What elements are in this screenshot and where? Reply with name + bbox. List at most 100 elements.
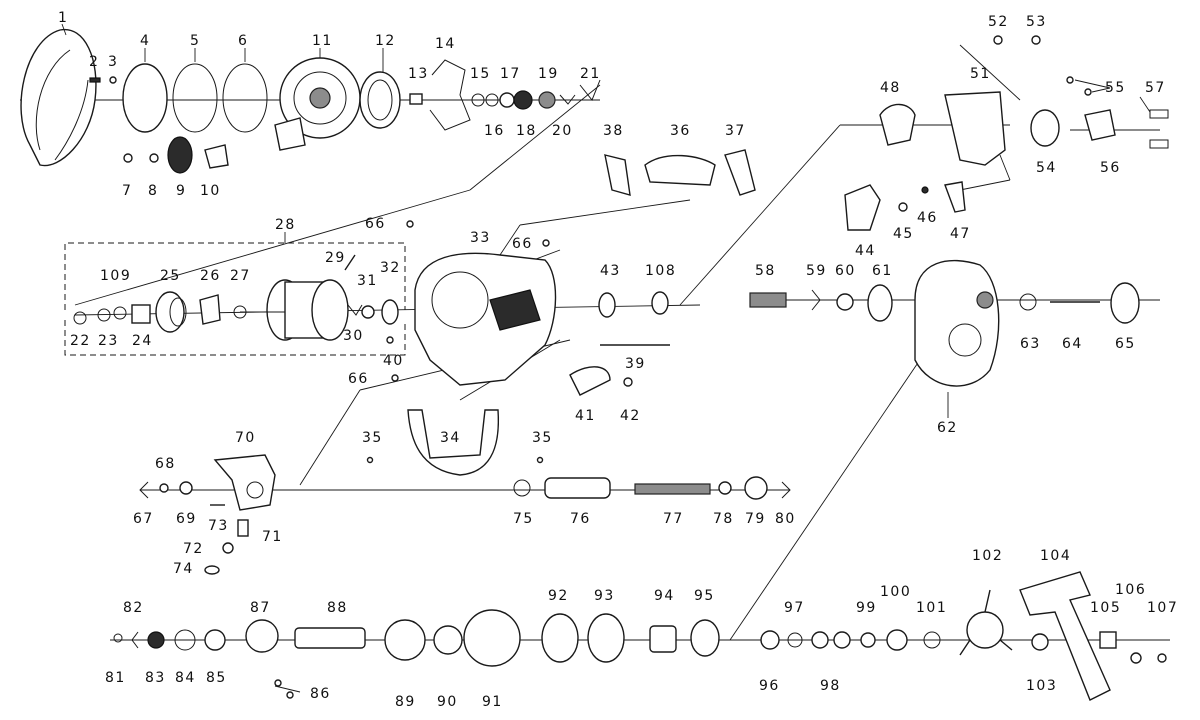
clutch-95 bbox=[690, 619, 720, 657]
bearing-96 bbox=[760, 630, 780, 650]
screw-45 bbox=[898, 202, 908, 212]
label-94: 94 bbox=[654, 588, 675, 604]
label-106: 106 bbox=[1115, 582, 1146, 598]
label-107: 107 bbox=[1147, 600, 1178, 616]
clip-59 bbox=[811, 289, 821, 311]
ring-4 bbox=[122, 63, 168, 133]
label-27: 27 bbox=[230, 268, 251, 284]
gear-9 bbox=[167, 136, 193, 174]
label-39: 39 bbox=[625, 356, 646, 372]
part-labels: 1 2 3 4 5 6 7 8 9 10 11 12 13 14 15 16 1… bbox=[58, 10, 1178, 710]
label-63: 63 bbox=[1020, 336, 1041, 352]
plate-38 bbox=[604, 154, 631, 196]
ring-16 bbox=[485, 93, 499, 107]
label-95: 95 bbox=[694, 588, 715, 604]
label-69: 69 bbox=[176, 511, 197, 527]
label-7: 7 bbox=[122, 183, 132, 199]
washer-99 bbox=[860, 632, 876, 648]
pin-46 bbox=[921, 186, 929, 194]
label-45: 45 bbox=[893, 226, 914, 242]
label-4: 4 bbox=[140, 33, 150, 49]
label-19: 19 bbox=[538, 66, 559, 82]
washer-8 bbox=[149, 153, 159, 163]
label-14: 14 bbox=[435, 36, 456, 52]
ring-15 bbox=[471, 93, 485, 107]
ring-75 bbox=[513, 479, 531, 497]
clip-20 bbox=[559, 94, 576, 105]
pin-3 bbox=[109, 76, 117, 84]
label-90: 90 bbox=[437, 694, 458, 710]
label-77: 77 bbox=[663, 511, 684, 527]
cover-41 bbox=[569, 366, 611, 396]
screw-86-b bbox=[286, 691, 294, 699]
weight-26 bbox=[199, 294, 221, 325]
label-61: 61 bbox=[872, 263, 893, 279]
label-87: 87 bbox=[250, 600, 271, 616]
spool bbox=[240, 279, 349, 341]
label-17: 17 bbox=[500, 66, 521, 82]
label-76: 76 bbox=[570, 511, 591, 527]
frame-51 bbox=[944, 91, 1006, 166]
label-66-b: 66 bbox=[512, 236, 533, 252]
label-108: 108 bbox=[645, 263, 676, 279]
label-54: 54 bbox=[1036, 160, 1057, 176]
label-100: 100 bbox=[880, 584, 911, 600]
washer-103 bbox=[1031, 633, 1049, 651]
label-96: 96 bbox=[759, 678, 780, 694]
label-91: 91 bbox=[482, 694, 503, 710]
label-48: 48 bbox=[880, 80, 901, 96]
line-guide-70 bbox=[213, 454, 276, 511]
label-9: 9 bbox=[176, 183, 186, 199]
plate-61 bbox=[867, 284, 893, 322]
label-22: 22 bbox=[70, 333, 91, 349]
spool-group-box bbox=[64, 232, 406, 356]
label-88: 88 bbox=[327, 600, 348, 616]
label-33: 33 bbox=[470, 230, 491, 246]
bearing-60 bbox=[836, 293, 854, 311]
label-73: 73 bbox=[208, 518, 229, 534]
label-86: 86 bbox=[310, 686, 331, 702]
screw-7 bbox=[123, 153, 133, 163]
label-47: 47 bbox=[950, 226, 971, 242]
label-44: 44 bbox=[855, 243, 876, 259]
label-30: 30 bbox=[343, 328, 364, 344]
shaft-88 bbox=[294, 627, 366, 649]
label-109: 109 bbox=[100, 268, 131, 284]
label-60: 60 bbox=[835, 263, 856, 279]
label-15: 15 bbox=[470, 66, 491, 82]
ring-6 bbox=[222, 63, 268, 133]
label-68: 68 bbox=[155, 456, 176, 472]
plate-37 bbox=[724, 149, 756, 196]
label-31: 31 bbox=[357, 273, 378, 289]
label-81: 81 bbox=[105, 670, 126, 686]
screw-42 bbox=[623, 377, 633, 387]
label-82: 82 bbox=[123, 600, 144, 616]
holder-85 bbox=[204, 629, 226, 651]
cap-65 bbox=[1110, 282, 1140, 324]
tube-76 bbox=[544, 477, 611, 499]
label-79: 79 bbox=[745, 511, 766, 527]
label-105: 105 bbox=[1090, 600, 1121, 616]
label-10: 10 bbox=[200, 183, 221, 199]
screw-107 bbox=[1157, 653, 1167, 663]
label-58: 58 bbox=[755, 263, 776, 279]
side-plate-62 bbox=[914, 259, 1000, 387]
washer-98-a bbox=[811, 631, 829, 649]
bearing-19 bbox=[538, 91, 556, 109]
washer-23 bbox=[97, 308, 111, 322]
label-83: 83 bbox=[145, 670, 166, 686]
label-3: 3 bbox=[108, 54, 118, 70]
label-46: 46 bbox=[917, 210, 938, 226]
label-38: 38 bbox=[603, 123, 624, 139]
label-26: 26 bbox=[200, 268, 221, 284]
washer-93 bbox=[587, 613, 625, 663]
star-89 bbox=[384, 619, 426, 661]
screw-66-b bbox=[542, 239, 550, 247]
label-67: 67 bbox=[133, 511, 154, 527]
nut-100 bbox=[886, 629, 908, 651]
washer-109 bbox=[113, 306, 127, 320]
label-75: 75 bbox=[513, 511, 534, 527]
label-leaders bbox=[61, 23, 1151, 693]
label-99: 99 bbox=[856, 600, 877, 616]
label-28: 28 bbox=[275, 217, 296, 233]
